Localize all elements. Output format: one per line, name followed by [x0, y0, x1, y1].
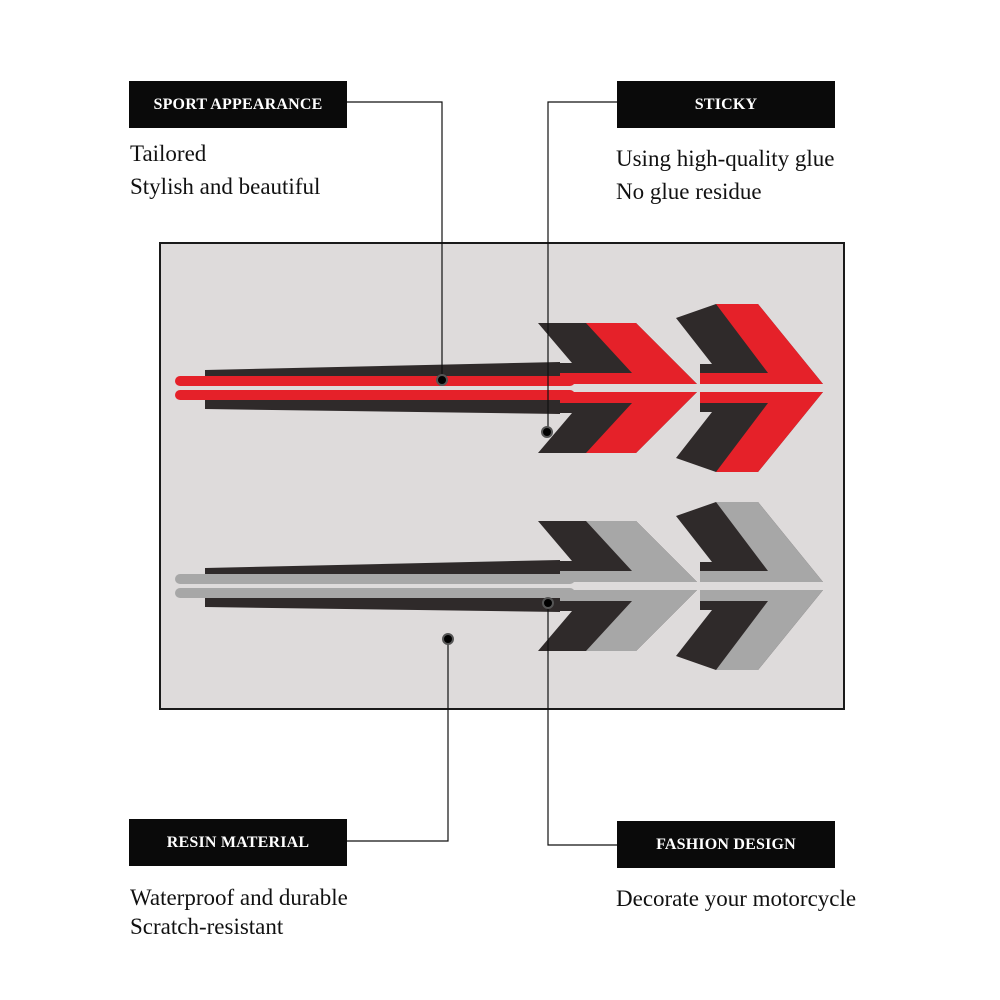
sport-appearance-desc: Tailored Stylish and beautiful: [130, 137, 320, 203]
sport-appearance-label: SPORT APPEARANCE: [129, 81, 347, 128]
red-decal: [175, 304, 823, 472]
resin-material-desc: Waterproof and durable Scratch-resistant: [130, 883, 348, 941]
resin-material-label: RESIN MATERIAL: [129, 819, 347, 866]
desc-line: Scratch-resistant: [130, 914, 284, 939]
fashion-design-desc: Decorate your motorcycle: [616, 882, 856, 915]
desc-line: Waterproof and durable: [130, 885, 348, 910]
pointer-dot: [541, 426, 553, 438]
gray-decal: [175, 502, 823, 670]
desc-line: Stylish and beautiful: [130, 174, 321, 199]
sticky-desc: Using high-quality glue No glue residue: [616, 142, 834, 208]
desc-line: Decorate your motorcycle: [616, 886, 857, 911]
leader-lines: [347, 101, 617, 846]
desc-line: Tailored: [130, 141, 207, 166]
sticky-label: STICKY: [617, 81, 835, 128]
desc-line: Using high-quality glue: [616, 146, 835, 171]
pointer-dot: [436, 374, 448, 386]
pointer-dot: [442, 633, 454, 645]
fashion-design-label: FASHION DESIGN: [617, 821, 835, 868]
desc-line: No glue residue: [616, 179, 762, 204]
pointer-dot: [542, 597, 554, 609]
